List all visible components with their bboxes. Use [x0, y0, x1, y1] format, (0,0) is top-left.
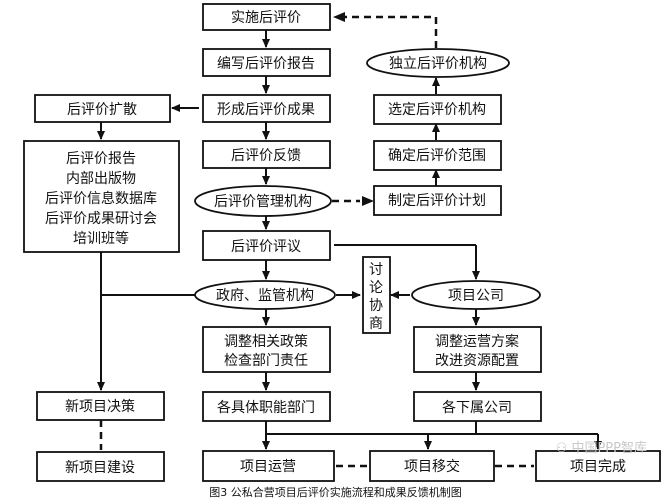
label-spread: 后评价扩散 [67, 102, 137, 118]
node-complete [535, 450, 661, 482]
label-form-results: 形成后评价成果 [217, 102, 315, 118]
node-adjust-policy [202, 326, 331, 373]
label-new-decision: 新项目决策 [65, 398, 135, 415]
label-spread-list-3: 后评价信息数据库 [45, 190, 157, 207]
label-spread-list-5: 培训班等 [73, 230, 129, 247]
node-subsidiaries [413, 391, 542, 422]
node-new-decision [36, 391, 165, 421]
watermark-text: ⚇ 中国PPP智库 [556, 437, 647, 456]
label-impl: 实施后评价 [231, 10, 301, 26]
node-new-build [36, 451, 165, 482]
label-write-report: 编写后评价报告 [217, 56, 315, 72]
node-mgmt-org [194, 185, 332, 217]
label-transfer: 项目移交 [404, 458, 460, 475]
node-write-report [202, 48, 331, 77]
node-review [202, 230, 331, 261]
node-operation [202, 450, 335, 482]
label-functional-depts: 各具体职能部门 [217, 400, 315, 416]
label-independent-org: 独立后评价机构 [389, 56, 487, 72]
node-define-scope [373, 140, 502, 171]
node-select-org [373, 94, 502, 125]
wechat-icon: ⚇ [555, 441, 568, 456]
label-mgmt-org: 后评价管理机构 [214, 194, 312, 210]
label-select-org: 选定后评价机构 [388, 102, 486, 118]
node-feedback [202, 140, 331, 169]
label-discuss-2: 论 [369, 280, 383, 296]
label-spread-list-2: 内部出版物 [66, 171, 136, 187]
label-adjust-ops-1: 调整运营方案 [435, 333, 519, 350]
node-make-plan [373, 185, 502, 216]
label-company: 项目公司 [448, 288, 504, 304]
node-discuss [362, 256, 391, 334]
node-independent-org [366, 48, 510, 78]
label-discuss-4: 商 [369, 316, 383, 332]
node-spread-list [23, 140, 180, 253]
label-operation: 项目运营 [240, 459, 296, 475]
node-functional-depts [202, 391, 331, 422]
watermark-label: 中国PPP智库 [571, 441, 647, 456]
label-spread-list-1: 后评价报告 [66, 151, 136, 167]
label-spread-list-4: 后评价成果研讨会 [45, 211, 157, 227]
node-impl [202, 3, 331, 31]
node-company [411, 280, 541, 310]
label-review: 后评价评议 [231, 239, 301, 255]
node-transfer [369, 450, 495, 482]
label-discuss-1: 讨 [369, 262, 383, 278]
label-new-build: 新项目建设 [65, 460, 135, 476]
label-subsidiaries: 各下属公司 [442, 400, 512, 416]
figure-caption: 图3 公私合营项目后评价实施流程和成果反馈机制图 [209, 486, 462, 499]
label-adjust-policy-2: 检查部门责任 [224, 353, 308, 369]
label-gov: 政府、监管机构 [216, 288, 314, 304]
label-discuss-3: 协 [369, 298, 383, 314]
node-adjust-ops [413, 326, 542, 373]
label-define-scope: 确定后评价范围 [388, 147, 486, 164]
node-form-results [202, 94, 331, 123]
node-spread [34, 94, 171, 123]
label-feedback: 后评价反馈 [231, 148, 301, 164]
label-complete: 项目完成 [570, 459, 626, 475]
node-gov [194, 280, 336, 310]
label-adjust-policy-1: 调整相关政策 [224, 333, 308, 350]
label-adjust-ops-2: 改进资源配置 [435, 353, 519, 369]
label-make-plan: 制定后评价计划 [388, 193, 486, 209]
